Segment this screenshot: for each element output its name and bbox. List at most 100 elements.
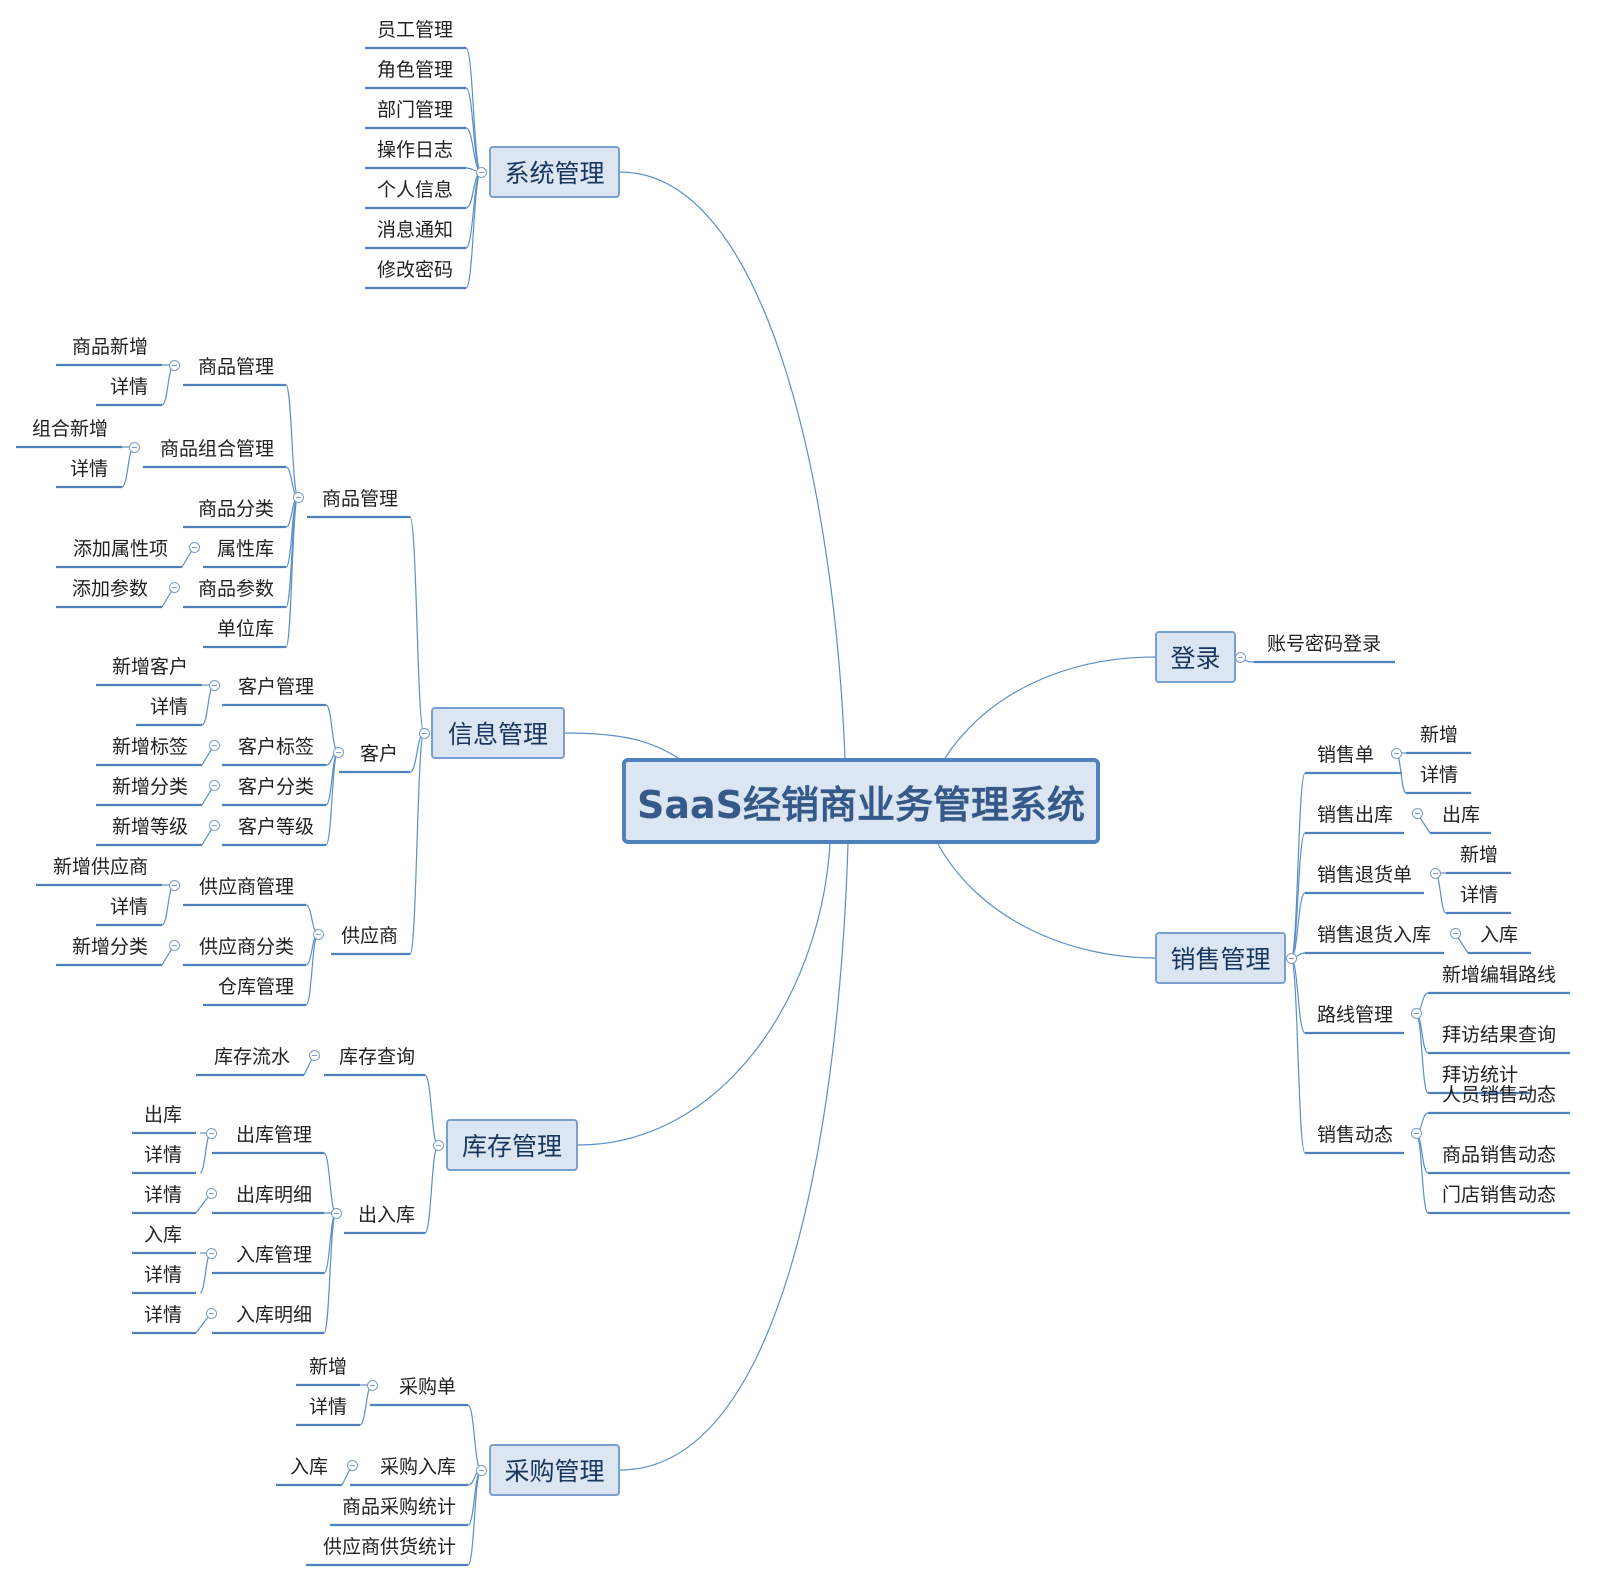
collapse-toggle-icon[interactable] — [128, 441, 140, 453]
root-node[interactable]: SaaS经销商业务管理系统 — [622, 758, 1100, 844]
collapse-toggle-icon[interactable] — [205, 1127, 217, 1139]
sales-out[interactable]: 销售出库 — [1317, 804, 1394, 826]
inventory-flow[interactable]: 库存流水 — [213, 1046, 290, 1068]
collapse-toggle-icon[interactable] — [308, 1049, 320, 1061]
system-item[interactable]: 员工管理 — [376, 19, 453, 41]
collapse-toggle-icon[interactable] — [168, 581, 180, 593]
supplier-add[interactable]: 新增供应商 — [52, 856, 148, 878]
collapse-toggle-icon[interactable] — [432, 1139, 444, 1151]
out-mgmt-out[interactable]: 出库 — [143, 1104, 182, 1126]
collapse-toggle-icon[interactable] — [475, 1464, 487, 1476]
collapse-toggle-icon[interactable] — [312, 928, 324, 940]
sales-return-in[interactable]: 销售退货入库 — [1317, 924, 1432, 946]
inout-out-detail[interactable]: 出库明细 — [235, 1184, 312, 1206]
customer-detail[interactable]: 详情 — [149, 696, 188, 718]
branch-info[interactable]: 信息管理 — [431, 707, 565, 759]
goods-category[interactable]: 商品分类 — [197, 498, 274, 520]
customer-mgmt[interactable]: 客户管理 — [237, 676, 314, 698]
info-customer[interactable]: 客户 — [359, 743, 398, 765]
inout-in-mgmt[interactable]: 入库管理 — [235, 1244, 312, 1266]
dynamics-goods[interactable]: 商品销售动态 — [1442, 1144, 1557, 1166]
collapse-toggle-icon[interactable] — [1390, 747, 1402, 759]
system-item[interactable]: 部门管理 — [376, 99, 453, 121]
dynamics-staff[interactable]: 人员销售动态 — [1442, 1084, 1557, 1106]
customer-level-add[interactable]: 新增等级 — [111, 816, 188, 838]
customer-add[interactable]: 新增客户 — [111, 656, 188, 678]
sales-order[interactable]: 销售单 — [1317, 744, 1375, 766]
route-edit[interactable]: 新增编辑路线 — [1442, 964, 1557, 986]
sales-return-in-in[interactable]: 入库 — [1480, 924, 1519, 946]
sales-order-detail[interactable]: 详情 — [1420, 764, 1459, 786]
inventory-query[interactable]: 库存查询 — [338, 1046, 415, 1068]
collapse-toggle-icon[interactable] — [208, 779, 220, 791]
sales-order-add[interactable]: 新增 — [1420, 724, 1459, 746]
branch-login[interactable]: 登录 — [1155, 631, 1236, 683]
customer-tag-add[interactable]: 新增标签 — [111, 736, 188, 758]
supplier-category-add[interactable]: 新增分类 — [71, 936, 148, 958]
sales-route[interactable]: 路线管理 — [1317, 1004, 1394, 1026]
collapse-toggle-icon[interactable] — [475, 166, 487, 178]
collapse-toggle-icon[interactable] — [1411, 807, 1423, 819]
customer-level[interactable]: 客户等级 — [237, 816, 314, 838]
sales-return-detail[interactable]: 详情 — [1460, 884, 1499, 906]
purchase-inbound-in[interactable]: 入库 — [289, 1456, 328, 1478]
purchase-goods-stats[interactable]: 商品采购统计 — [341, 1496, 456, 1518]
in-detail-detail[interactable]: 详情 — [143, 1304, 182, 1326]
in-mgmt-in[interactable]: 入库 — [143, 1224, 182, 1246]
collapse-toggle-icon[interactable] — [1410, 1127, 1422, 1139]
sales-return-add[interactable]: 新增 — [1460, 844, 1499, 866]
collapse-toggle-icon[interactable] — [188, 541, 200, 553]
purchase-supplier-stats[interactable]: 供应商供货统计 — [322, 1536, 456, 1558]
goods-params[interactable]: 商品参数 — [197, 578, 274, 600]
collapse-toggle-icon[interactable] — [1429, 867, 1441, 879]
collapse-toggle-icon[interactable] — [332, 746, 344, 758]
out-mgmt-detail[interactable]: 详情 — [143, 1144, 182, 1166]
purchase-order-detail[interactable]: 详情 — [308, 1396, 347, 1418]
system-item[interactable]: 修改密码 — [376, 259, 453, 281]
inout-out-mgmt[interactable]: 出库管理 — [235, 1124, 312, 1146]
collapse-toggle-icon[interactable] — [168, 939, 180, 951]
collapse-toggle-icon[interactable] — [292, 491, 304, 503]
goods-product-mgmt[interactable]: 商品管理 — [197, 356, 274, 378]
collapse-toggle-icon[interactable] — [330, 1207, 342, 1219]
customer-category-add[interactable]: 新增分类 — [111, 776, 188, 798]
collapse-toggle-icon[interactable] — [1449, 927, 1461, 939]
inout-in-detail[interactable]: 入库明细 — [235, 1304, 312, 1326]
system-item[interactable]: 操作日志 — [376, 139, 453, 161]
customer-category[interactable]: 客户分类 — [237, 776, 314, 798]
customer-tag[interactable]: 客户标签 — [237, 736, 314, 758]
info-supplier[interactable]: 供应商 — [340, 925, 398, 947]
goods-combo-add[interactable]: 组合新增 — [31, 418, 108, 440]
login-password[interactable]: 账号密码登录 — [1267, 633, 1382, 655]
in-mgmt-detail[interactable]: 详情 — [143, 1264, 182, 1286]
collapse-toggle-icon[interactable] — [1410, 1007, 1422, 1019]
goods-attr-add[interactable]: 添加属性项 — [72, 538, 168, 560]
branch-sales[interactable]: 销售管理 — [1155, 932, 1286, 984]
supplier-warehouse[interactable]: 仓库管理 — [217, 976, 294, 998]
system-item[interactable]: 个人信息 — [376, 179, 453, 201]
collapse-toggle-icon[interactable] — [205, 1247, 217, 1259]
info-goods[interactable]: 商品管理 — [321, 488, 398, 510]
sales-dynamics[interactable]: 销售动态 — [1317, 1124, 1394, 1146]
collapse-toggle-icon[interactable] — [208, 739, 220, 751]
collapse-toggle-icon[interactable] — [208, 679, 220, 691]
collapse-toggle-icon[interactable] — [208, 819, 220, 831]
goods-attr-lib[interactable]: 属性库 — [216, 538, 274, 560]
collapse-toggle-icon[interactable] — [205, 1187, 217, 1199]
collapse-toggle-icon[interactable] — [366, 1379, 378, 1391]
supplier-mgmt[interactable]: 供应商管理 — [198, 876, 294, 898]
collapse-toggle-icon[interactable] — [168, 879, 180, 891]
branch-purchase[interactable]: 采购管理 — [489, 1444, 620, 1496]
dynamics-store[interactable]: 门店销售动态 — [1442, 1184, 1557, 1206]
purchase-order-add[interactable]: 新增 — [308, 1356, 347, 1378]
collapse-toggle-icon[interactable] — [1285, 952, 1297, 964]
system-item[interactable]: 消息通知 — [376, 219, 453, 241]
goods-product-detail[interactable]: 详情 — [109, 376, 148, 398]
out-detail-detail[interactable]: 详情 — [143, 1184, 182, 1206]
goods-product-add[interactable]: 商品新增 — [71, 336, 148, 358]
goods-combo-detail[interactable]: 详情 — [69, 458, 108, 480]
route-visit-query[interactable]: 拜访结果查询 — [1442, 1024, 1557, 1046]
sales-return[interactable]: 销售退货单 — [1317, 864, 1413, 886]
inventory-inout[interactable]: 出入库 — [357, 1204, 415, 1226]
collapse-toggle-icon[interactable] — [346, 1459, 358, 1471]
